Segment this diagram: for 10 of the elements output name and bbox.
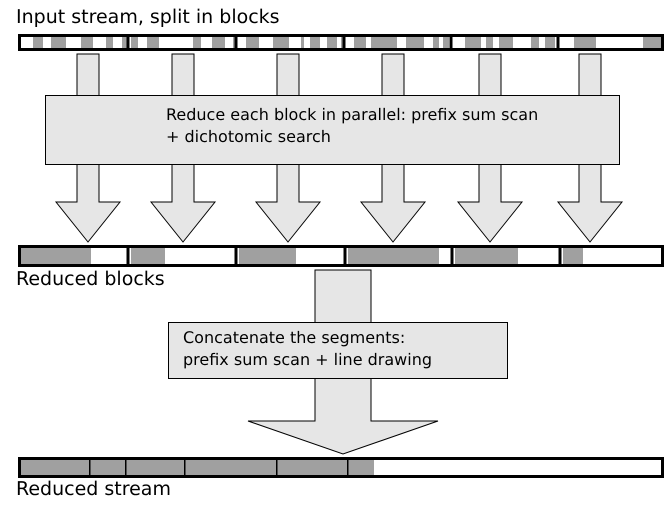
bar-caption: Reduced blocks — [16, 268, 165, 290]
bar-caption: Input stream, split in blocks — [16, 6, 280, 28]
process-box — [168, 322, 508, 379]
data-stream-bar — [18, 34, 664, 51]
process-box — [45, 95, 620, 165]
process-text: Concatenate the segments: prefix sum scan + line drawing — [183, 327, 433, 371]
data-stream-bar — [18, 457, 664, 478]
data-stream-bar — [18, 245, 664, 267]
process-text: Reduce each block in parallel: prefix sum scan + dichotomic search — [166, 104, 540, 148]
bar-caption: Reduced stream — [16, 478, 171, 500]
